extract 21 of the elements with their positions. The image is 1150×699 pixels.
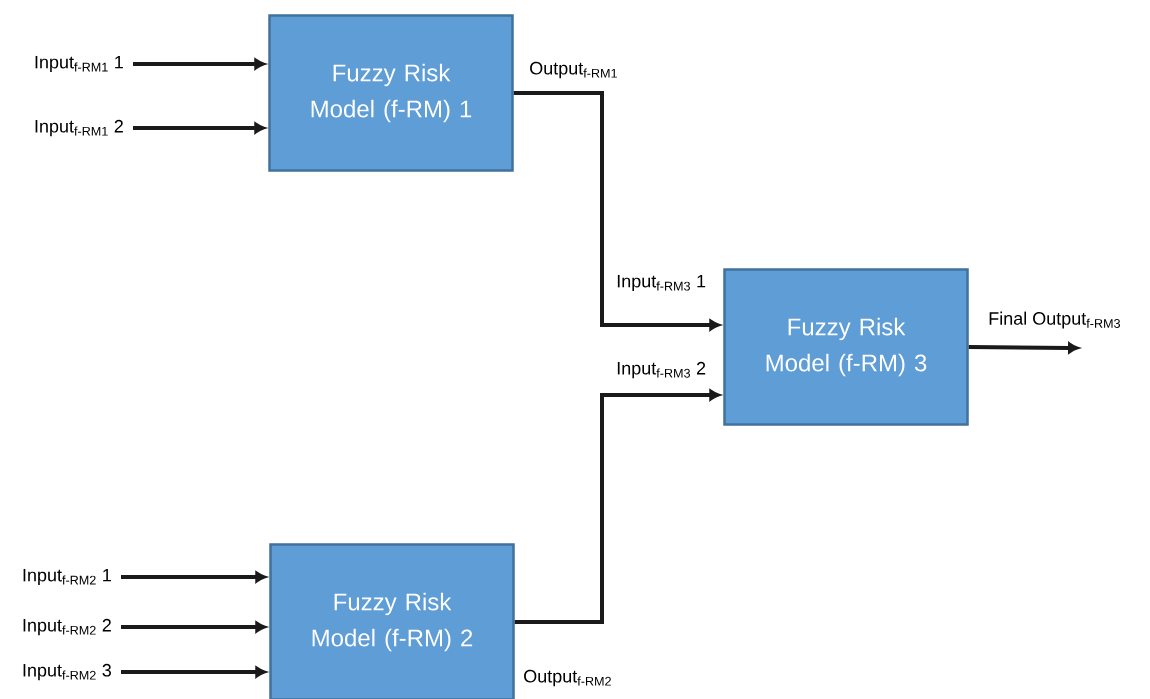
input-label: Input$_{f-RM2}$ 3 [23, 663, 111, 681]
edge-label: Output$_{f-RM2}$ [522, 668, 614, 688]
arrow [133, 122, 266, 134]
input-label: Input$_{f-RM1}$ 2 [35, 119, 123, 137]
edge-label: Output$_{f-RM1}$ [528, 60, 620, 80]
process-box: Fuzzy Risk Model (f-RM) 1 [268, 14, 514, 172]
process-box: Fuzzy Risk Model (f-RM) 3 [723, 268, 969, 426]
arrow [133, 58, 266, 70]
edge-label: Final Output$_{f-RM3}$ [987, 310, 1123, 330]
process-box: Fuzzy Risk Model (f-RM) 2 [269, 543, 515, 699]
arrow [513, 91, 721, 331]
input-label: Input$_{f-RM2}$ 1 [23, 568, 111, 586]
input-label: Input$_{f-RM3}$ 1 [615, 273, 708, 293]
arrow [514, 389, 721, 624]
arrow [121, 571, 267, 583]
arrow [121, 621, 267, 633]
arrow [121, 666, 267, 678]
input-label: Input$_{f-RM2}$ 2 [23, 618, 111, 636]
input-label: Input$_{f-RM1}$ 1 [35, 55, 123, 73]
input-label: Input$_{f-RM3}$ 2 [615, 360, 708, 380]
arrow [968, 342, 1079, 354]
